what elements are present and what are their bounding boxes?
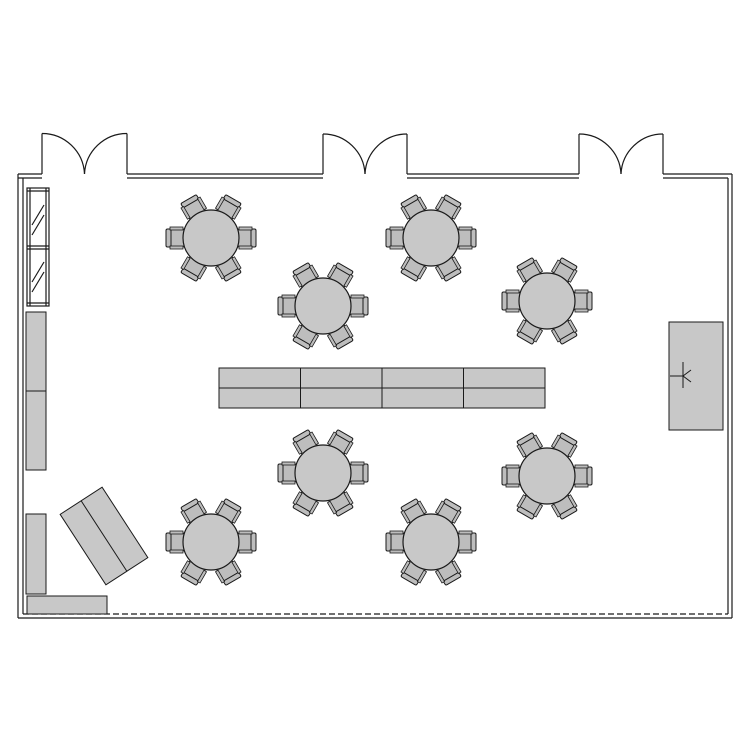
- chair: [456, 226, 477, 250]
- double-door-right: [578, 133, 664, 175]
- chair: [572, 464, 593, 488]
- chair: [165, 226, 186, 250]
- chair: [165, 530, 186, 554]
- table-top: [402, 513, 460, 571]
- left-counter-upper: [25, 311, 47, 471]
- double-door-left: [41, 132, 128, 175]
- chair: [385, 530, 406, 554]
- center-buffet: [218, 367, 546, 409]
- table-2: [385, 194, 477, 282]
- doors: [41, 132, 664, 175]
- chair: [292, 262, 320, 288]
- coat-rack: [26, 187, 50, 307]
- chair: [180, 560, 208, 586]
- round-tables: [165, 194, 593, 586]
- bottom-left-counter: [26, 595, 108, 615]
- table-top: [294, 277, 352, 335]
- chair: [214, 256, 242, 282]
- chair: [348, 461, 369, 485]
- table-7: [165, 498, 257, 586]
- chair: [385, 226, 406, 250]
- chair: [348, 294, 369, 318]
- podium-with-microphone: [668, 321, 724, 431]
- chair: [456, 530, 477, 554]
- table-top: [182, 513, 240, 571]
- chair: [501, 464, 522, 488]
- table-4: [501, 257, 593, 345]
- chair: [277, 294, 298, 318]
- table-top: [294, 444, 352, 502]
- table-6: [501, 432, 593, 520]
- table-top: [402, 209, 460, 267]
- table-top: [518, 272, 576, 330]
- room-walls: [17, 173, 733, 619]
- chair: [236, 226, 257, 250]
- table-8: [385, 498, 477, 586]
- chair: [277, 461, 298, 485]
- table-3: [277, 262, 369, 350]
- chair: [236, 530, 257, 554]
- table-top: [518, 447, 576, 505]
- table-top: [182, 209, 240, 267]
- double-door-center: [322, 133, 408, 175]
- table-1: [165, 194, 257, 282]
- table-5: [277, 429, 369, 517]
- microphone-icon: [670, 362, 692, 388]
- left-counter-lower: [25, 513, 47, 595]
- chair: [572, 289, 593, 313]
- chair: [292, 429, 320, 455]
- angled-sofa: [59, 486, 149, 586]
- chair: [501, 289, 522, 313]
